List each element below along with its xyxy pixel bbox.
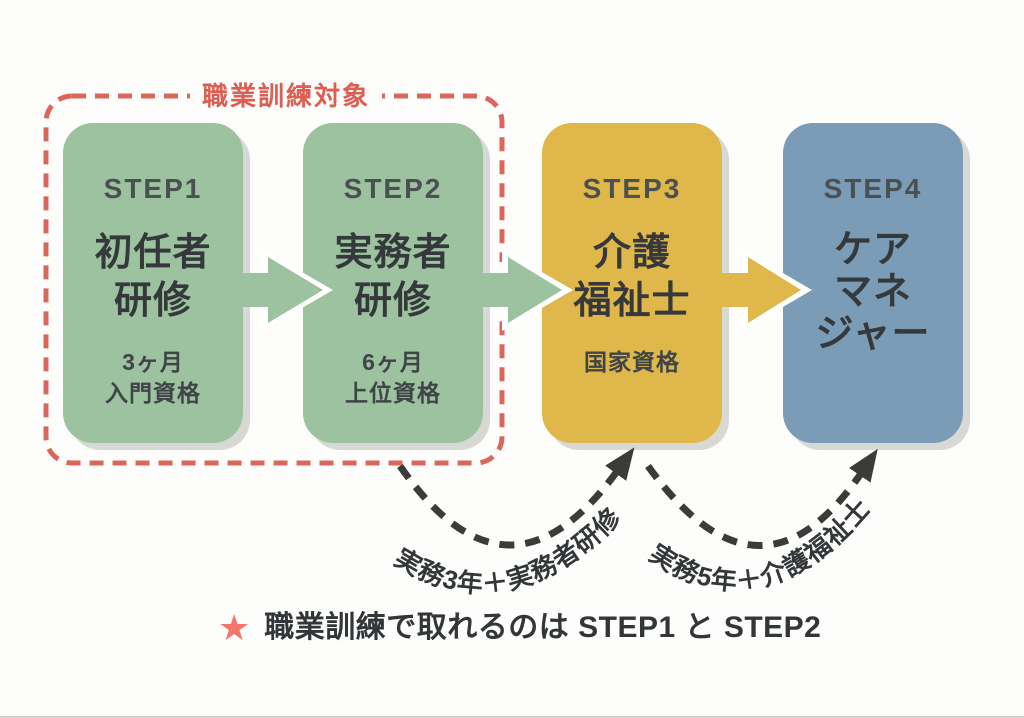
bypass-route-1-label: 実務3年＋実務者研修 xyxy=(390,502,627,600)
step1-title-line2: 研修 xyxy=(113,280,192,322)
step1-title: 初任者 研修 xyxy=(94,229,211,325)
step3-card: STEP3 介護 福祉士 国家資格 xyxy=(542,123,722,443)
step4-title-line2: マネ xyxy=(833,271,912,313)
bypass-arc-to-step3 xyxy=(397,447,635,549)
bottom-edge-line xyxy=(0,716,1024,718)
step2-subtext: 6ヶ月 上位資格 xyxy=(345,347,441,409)
bypass-route-2-label-text: 実務5年＋介護福祉士 xyxy=(644,493,875,597)
step1-sub-line1: 3ヶ月 xyxy=(122,349,184,375)
step1-label: STEP1 xyxy=(103,173,203,204)
step3-subtext: 国家資格 xyxy=(584,347,680,378)
step4-title-line1: ケア xyxy=(833,229,912,271)
step1-subtext: 3ヶ月 入門資格 xyxy=(105,347,201,409)
step2-title-line1: 実務者 xyxy=(334,232,452,274)
bypass-route-2-label: 実務5年＋介護福祉士 xyxy=(644,493,876,597)
bypass-route-1-label-text: 実務3年＋実務者研修 xyxy=(390,502,626,600)
step3-title: 介護 福祉士 xyxy=(573,229,690,325)
bypass-arc-to-step4 xyxy=(645,448,878,549)
bottom-note: ★ 職業訓練で取れるのは STEP1 と STEP2 xyxy=(218,608,821,648)
step2-title: 実務者 研修 xyxy=(334,229,451,325)
bypass-route-1-textpath xyxy=(378,505,635,592)
step2-card: STEP2 実務者 研修 6ヶ月 上位資格 xyxy=(303,123,483,443)
step2-sub-line2: 上位資格 xyxy=(345,380,441,406)
step2-title-line2: 研修 xyxy=(353,280,432,322)
step1-sub-line2: 入門資格 xyxy=(105,380,201,406)
step4-title-line3: ジャー xyxy=(815,313,931,355)
step3-sub-line1: 国家資格 xyxy=(584,349,680,375)
step4-card: STEP4 ケア マネ ジャー xyxy=(783,123,963,443)
step3-title-line1: 介護 xyxy=(592,232,671,274)
step1-card: STEP1 初任者 研修 3ヶ月 入門資格 xyxy=(63,123,243,443)
step3-title-line2: 福祉士 xyxy=(573,280,691,322)
step2-sub-line1: 6ヶ月 xyxy=(362,349,424,375)
step4-label: STEP4 xyxy=(823,173,923,204)
vocational-training-scope-label: 職業訓練対象 xyxy=(190,80,383,112)
bypass-route-2-textpath xyxy=(635,496,882,590)
step2-label: STEP2 xyxy=(343,173,443,204)
step4-title: ケア マネ ジャー xyxy=(815,229,930,355)
bottom-note-text: 職業訓練で取れるのは STEP1 と STEP2 xyxy=(264,611,822,644)
step3-label: STEP3 xyxy=(582,173,682,204)
star-icon: ★ xyxy=(218,607,251,648)
step1-title-line1: 初任者 xyxy=(94,232,212,274)
arrow2-border-gap xyxy=(492,262,512,318)
